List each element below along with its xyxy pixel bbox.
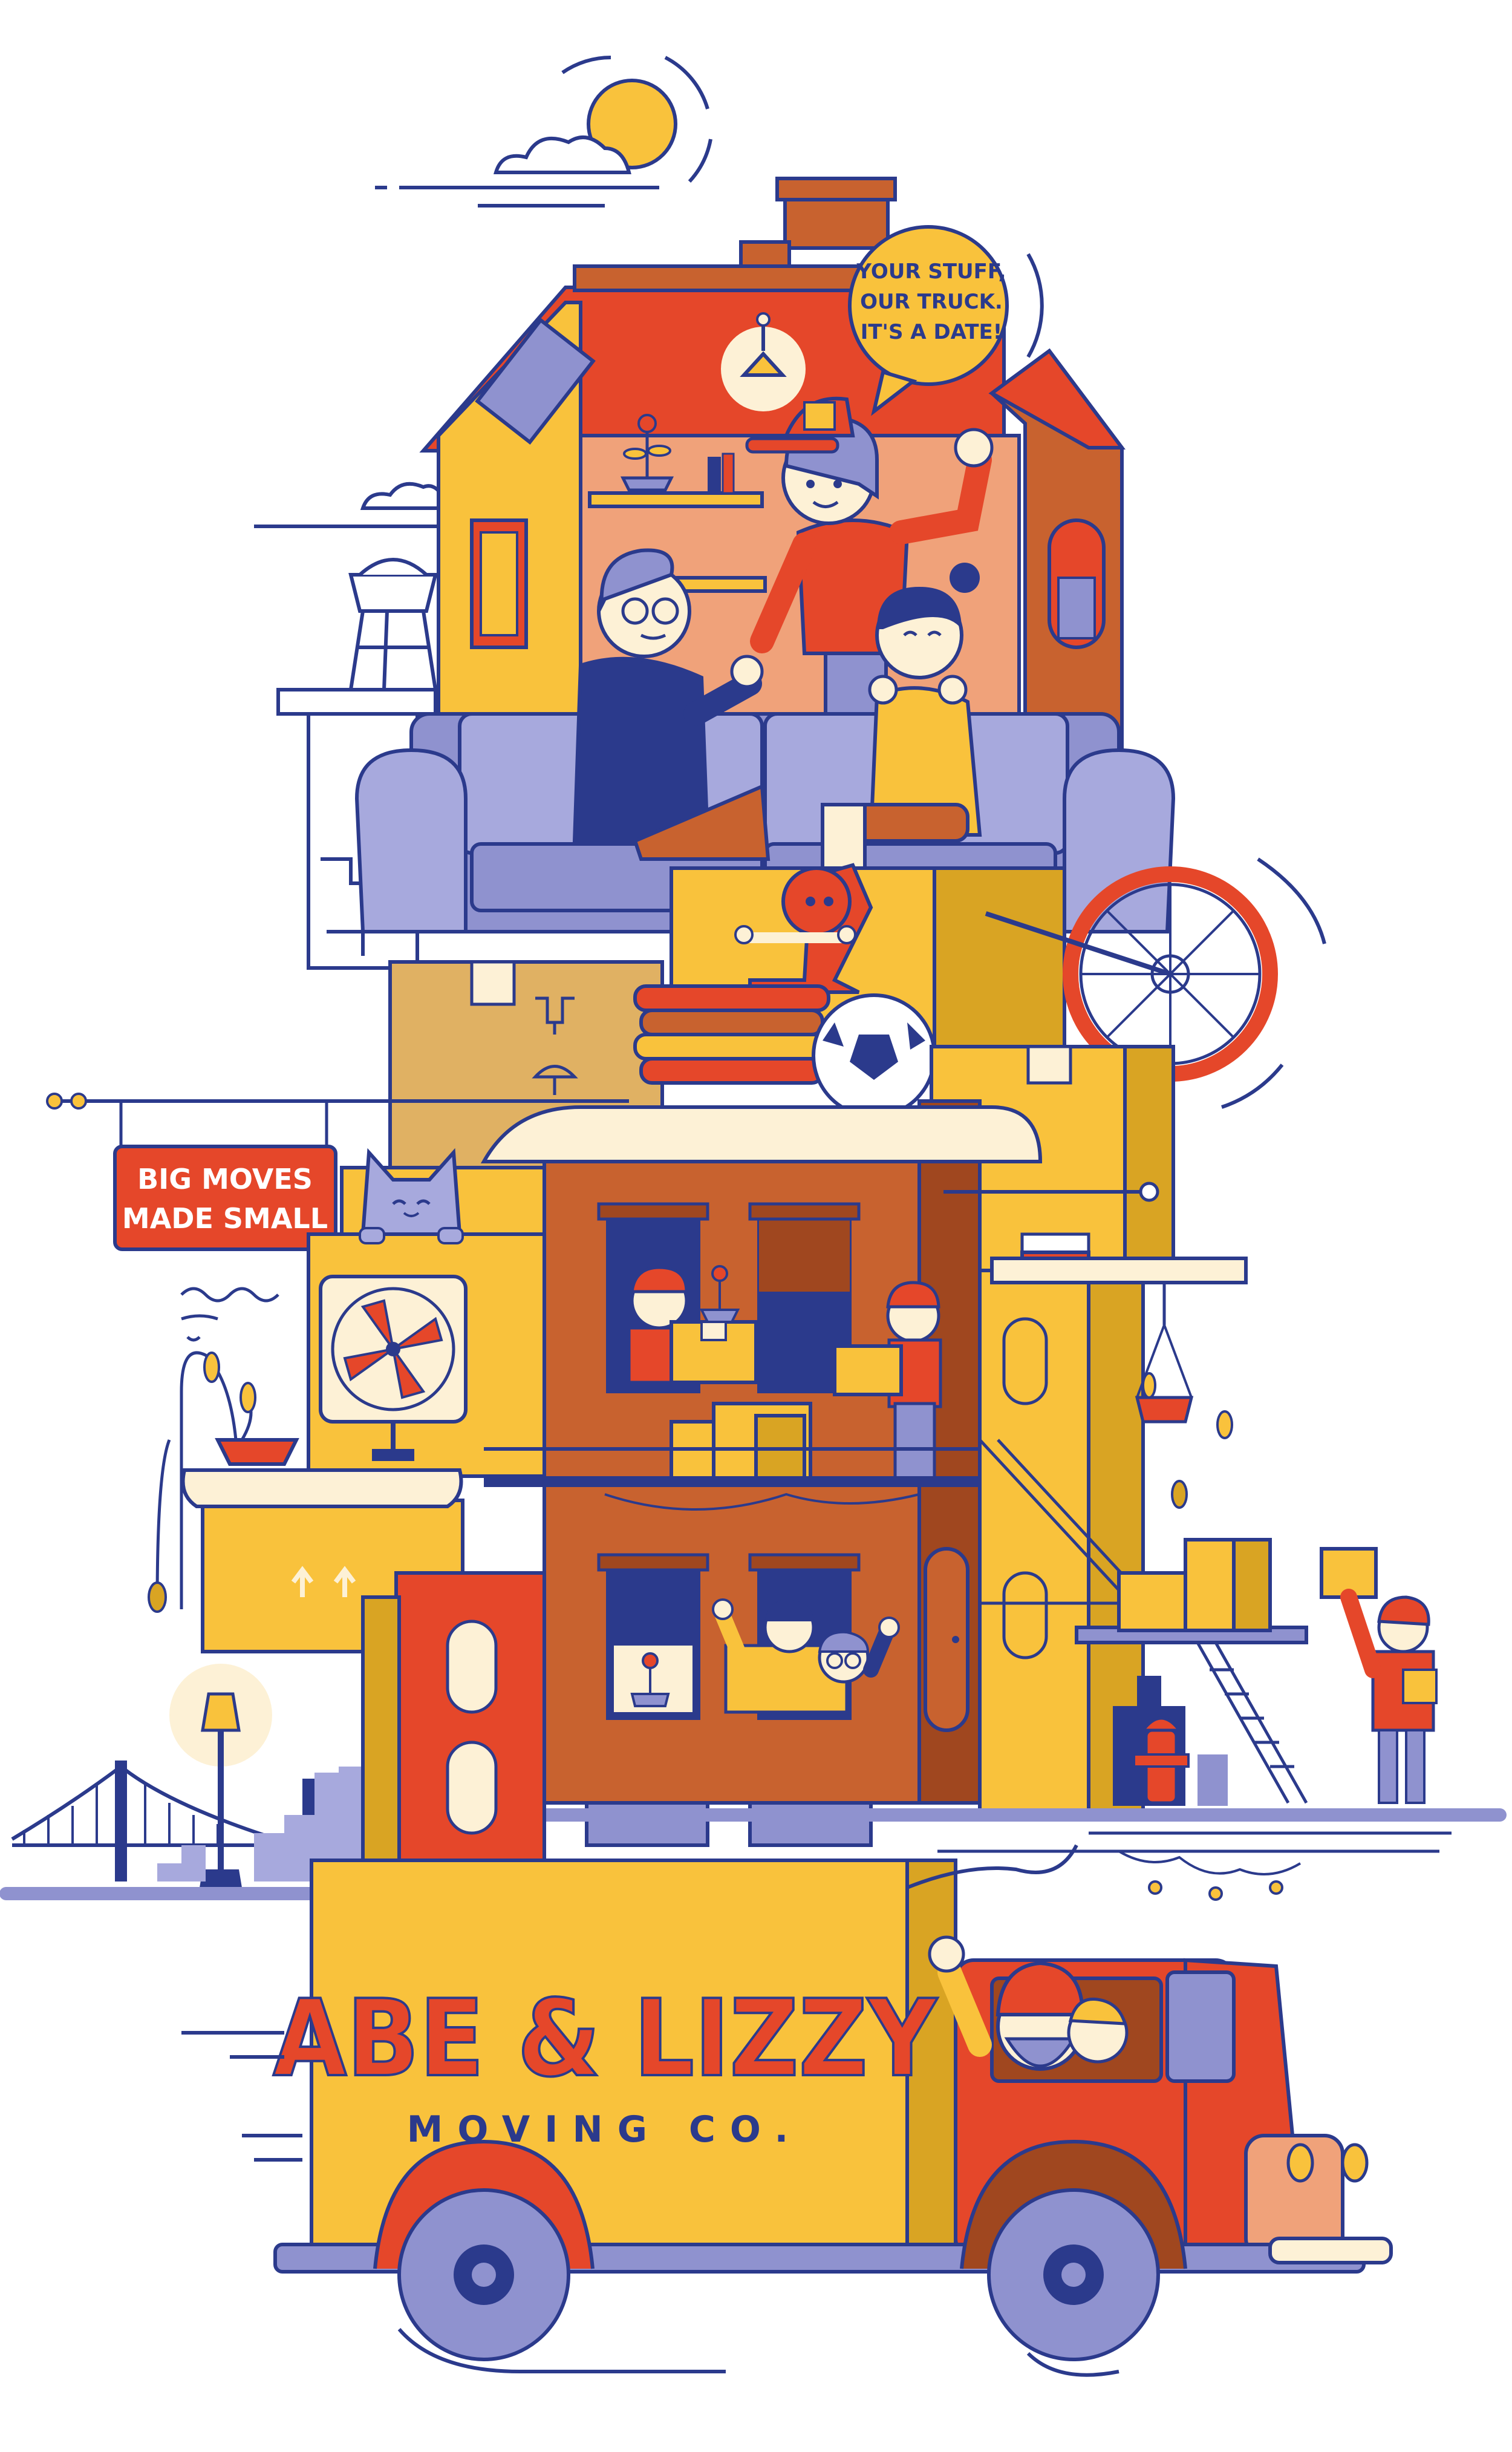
cloud-icon xyxy=(375,136,659,208)
hanging-sign: BIG MOVES MADE SMALL xyxy=(46,1093,629,1251)
sign-line-2: MADE SMALL xyxy=(122,1202,328,1235)
truck-wheel-rear xyxy=(373,2139,595,2361)
boxes-on-balcony xyxy=(670,1402,812,1484)
arrow-up-icon xyxy=(291,1566,356,1597)
water-tower-icon xyxy=(348,558,438,690)
speed-lines xyxy=(181,2031,1119,2377)
fragile-icon xyxy=(535,996,575,1035)
window-lower-left xyxy=(597,1553,709,1720)
sign-line-1: BIG MOVES xyxy=(137,1163,313,1195)
book-stack xyxy=(633,984,830,1085)
fan-icon xyxy=(319,1275,468,1461)
truck-wheel-front xyxy=(960,2139,1187,2361)
mover-on-balcony xyxy=(833,1281,942,1484)
speech-line-2: OUR TRUCK. xyxy=(860,290,1003,314)
cat-icon xyxy=(359,1148,464,1244)
plant-icon xyxy=(699,1265,740,1323)
city-skyline-left xyxy=(157,1767,369,1882)
plant-icon xyxy=(148,1314,299,1613)
dog-icon xyxy=(734,863,873,994)
mover-in-window xyxy=(627,1266,758,1384)
ceiling-lamp xyxy=(721,312,806,411)
brick-tower-right xyxy=(988,348,1126,788)
man-with-glasses xyxy=(572,548,771,861)
speech-bubble: YOUR STUFF, OUR TRUCK. IT'S A DATE! xyxy=(848,225,1044,416)
plant-icon xyxy=(620,414,674,492)
speech-line-3: IT'S A DATE! xyxy=(861,320,1003,344)
sun-icon xyxy=(561,55,712,183)
hanging-planter xyxy=(1135,1283,1233,1509)
wall-shelf xyxy=(588,453,767,593)
fire-escape-platform xyxy=(1075,1538,1308,1804)
wavy-lines xyxy=(180,1287,279,1303)
lamp-post-icon xyxy=(169,1664,272,1888)
fire-hydrant-icon xyxy=(1133,1716,1190,1805)
umbrella-icon xyxy=(532,1065,578,1095)
mover-carrying-box xyxy=(1320,1547,1438,1804)
speech-line-1: YOUR STUFF, xyxy=(856,260,1006,284)
cloud-icon xyxy=(254,482,451,528)
soccer-ball-icon xyxy=(812,993,936,1118)
family-waving-in-window xyxy=(712,1598,900,1714)
building-door xyxy=(924,1547,969,1732)
truck-driver xyxy=(928,1935,1129,2071)
balcony-railing xyxy=(484,1447,1028,1511)
truck-brand-name: ABE & LIZZY xyxy=(273,1978,937,2101)
